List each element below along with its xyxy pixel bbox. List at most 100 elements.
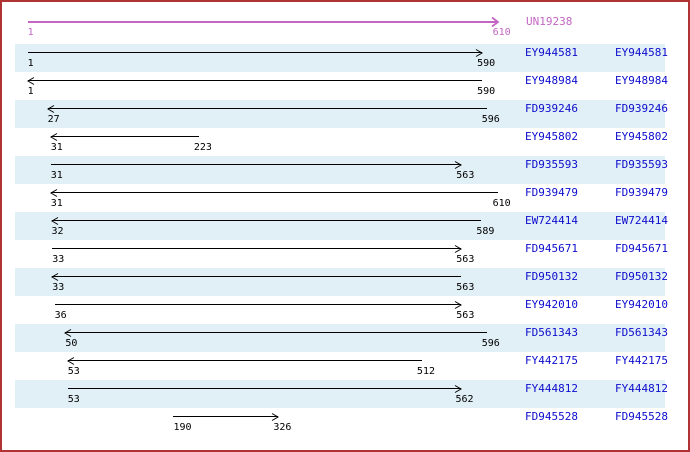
est-accession-link-secondary[interactable]: EY942010 <box>615 298 668 311</box>
arrowhead-icon <box>50 216 58 225</box>
est-accession-link[interactable]: EY942010 <box>525 298 578 311</box>
est-start-coordinate: 50 <box>65 338 78 349</box>
est-alignment-arrow[interactable] <box>51 220 482 221</box>
est-alignment-arrow[interactable] <box>52 248 462 249</box>
est-accession-link-secondary[interactable]: EY948984 <box>615 74 668 87</box>
est-accession-link[interactable]: EY948984 <box>525 74 578 87</box>
est-accession-link-secondary[interactable]: FD935593 <box>615 158 668 171</box>
est-alignment-arrow[interactable] <box>65 332 487 333</box>
est-row: 53 562 FY444812 FY444812 <box>2 380 688 408</box>
est-end-coordinate: 512 <box>416 366 435 377</box>
est-row: 33 563 FD945671 FD945671 <box>2 240 688 268</box>
est-start-coordinate: 31 <box>50 170 63 181</box>
arrowhead-icon <box>66 356 74 365</box>
est-row: 190 326 FD945528 FD945528 <box>2 408 688 436</box>
est-end-coordinate: 326 <box>273 422 292 433</box>
est-accession-link-secondary[interactable]: FD939479 <box>615 186 668 199</box>
est-end-coordinate: 589 <box>476 226 495 237</box>
arrowhead-icon <box>49 132 58 141</box>
est-end-coordinate: 563 <box>456 170 475 181</box>
est-accession-link-secondary[interactable]: FD561343 <box>615 326 668 339</box>
est-alignment-arrow[interactable] <box>67 360 422 361</box>
unigene-arrow-line[interactable] <box>27 21 498 23</box>
est-end-coordinate: 562 <box>455 394 474 405</box>
est-end-coordinate: 610 <box>492 198 511 209</box>
est-start-coordinate: 31 <box>50 142 63 153</box>
est-alignment-arrow[interactable] <box>50 164 462 165</box>
est-row: 33 563 FD950132 FD950132 <box>2 268 688 296</box>
unigene-track: 1 610 UN19238 <box>2 2 688 44</box>
est-row: 32 589 EW724414 EW724414 <box>2 212 688 240</box>
est-alignment-arrow[interactable] <box>27 52 483 53</box>
est-accession-link-secondary[interactable]: FD945671 <box>615 242 668 255</box>
est-alignment-arrow[interactable] <box>54 304 462 305</box>
est-accession-link[interactable]: FD939479 <box>525 186 578 199</box>
est-alignment-arrow[interactable] <box>173 416 279 417</box>
unigene-start-coordinate: 1 <box>27 27 34 38</box>
est-alignment-arrow[interactable] <box>50 136 199 137</box>
est-accession-link-secondary[interactable]: FD939246 <box>615 102 668 115</box>
arrowhead-icon <box>454 384 462 393</box>
est-accession-link-secondary[interactable]: EY944581 <box>615 46 668 59</box>
arrowhead-icon <box>455 160 463 169</box>
est-accession-link-secondary[interactable]: EW724414 <box>615 214 668 227</box>
est-start-coordinate: 53 <box>67 394 80 405</box>
arrowhead-icon <box>455 244 463 253</box>
arrowhead-icon <box>455 300 463 309</box>
est-row: 53 512 FY442175 FY442175 <box>2 352 688 380</box>
est-start-coordinate: 31 <box>50 198 63 209</box>
unigene-end-coordinate: 610 <box>492 27 511 38</box>
est-accession-link[interactable]: FY442175 <box>525 354 578 367</box>
arrowhead-icon <box>49 188 58 197</box>
est-start-coordinate: 32 <box>51 226 64 237</box>
est-accession-link-secondary[interactable]: EY945802 <box>615 130 668 143</box>
est-accession-link[interactable]: FD945528 <box>525 410 578 423</box>
est-end-coordinate: 563 <box>456 310 475 321</box>
est-start-coordinate: 36 <box>54 310 67 321</box>
est-alignment-arrow[interactable] <box>27 80 483 81</box>
arrowhead-icon <box>64 328 72 337</box>
arrowhead-icon <box>46 104 54 113</box>
est-accession-link[interactable]: FD561343 <box>525 326 578 339</box>
est-start-coordinate: 1 <box>27 86 34 97</box>
est-end-coordinate: 563 <box>456 254 475 265</box>
est-end-coordinate: 596 <box>481 114 500 125</box>
est-end-coordinate: 590 <box>477 58 496 69</box>
est-start-coordinate: 33 <box>52 282 65 293</box>
est-row: 36 563 EY942010 EY942010 <box>2 296 688 324</box>
est-accession-link-secondary[interactable]: FY442175 <box>615 354 668 367</box>
arrowhead-icon <box>26 76 34 85</box>
est-accession-link[interactable]: FD945671 <box>525 242 578 255</box>
arrowhead-icon <box>51 272 59 281</box>
est-accession-link[interactable]: FD950132 <box>525 270 578 283</box>
est-accession-link[interactable]: EW724414 <box>525 214 578 227</box>
est-start-coordinate: 33 <box>52 254 65 265</box>
unigene-id-link[interactable]: UN19238 <box>526 15 573 28</box>
est-accession-link-secondary[interactable]: FD945528 <box>615 410 668 423</box>
est-accession-link-secondary[interactable]: FY444812 <box>615 382 668 395</box>
est-start-coordinate: 1 <box>27 58 34 69</box>
est-accession-link[interactable]: FY444812 <box>525 382 578 395</box>
est-row: 1 590 EY944581 EY944581 <box>2 44 688 72</box>
est-row: 27 596 FD939246 FD939246 <box>2 100 688 128</box>
est-alignment-arrow[interactable] <box>50 192 498 193</box>
est-row: 31 610 FD939479 FD939479 <box>2 184 688 212</box>
est-alignment-arrow[interactable] <box>67 388 461 389</box>
est-end-coordinate: 590 <box>477 86 496 97</box>
arrow-right-icon <box>491 17 499 27</box>
est-row-list: 1 590 EY944581 EY944581 1 590 EY948984 E… <box>2 44 688 436</box>
est-row: 31 223 EY945802 EY945802 <box>2 128 688 156</box>
est-accession-link[interactable]: EY944581 <box>525 46 578 59</box>
est-alignment-arrow[interactable] <box>52 276 462 277</box>
est-accession-link-secondary[interactable]: FD950132 <box>615 270 668 283</box>
est-accession-link[interactable]: FD935593 <box>525 158 578 171</box>
est-row: 31 563 FD935593 FD935593 <box>2 156 688 184</box>
est-row: 1 590 EY948984 EY948984 <box>2 72 688 100</box>
est-accession-link[interactable]: FD939246 <box>525 102 578 115</box>
est-end-coordinate: 596 <box>481 338 500 349</box>
est-end-coordinate: 563 <box>456 282 475 293</box>
est-start-coordinate: 53 <box>67 366 80 377</box>
est-accession-link[interactable]: EY945802 <box>525 130 578 143</box>
est-alignment-arrow[interactable] <box>47 108 487 109</box>
